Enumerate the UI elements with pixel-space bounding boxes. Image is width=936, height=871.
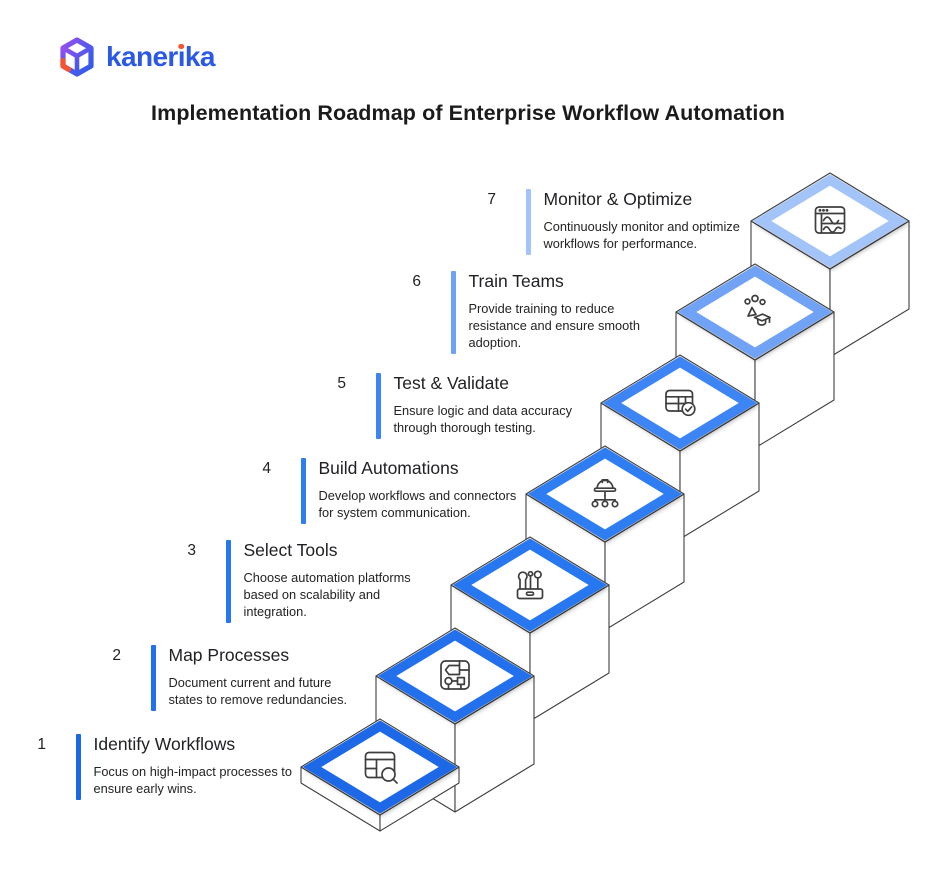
roadmap-step-1-diamond (300, 718, 460, 832)
table-check-icon (665, 389, 696, 417)
roadmap-step-4-diamond (525, 445, 685, 631)
roadmap-step-3-diamond (450, 536, 610, 722)
step-description: Focus on high-impact processes to ensure… (93, 764, 292, 797)
page-title: Implementation Roadmap of Enterprise Wor… (151, 101, 785, 125)
step-description: Document current and future states to re… (168, 675, 348, 708)
step-description: Develop workflows and connectors for sys… (318, 488, 517, 521)
kanerika-cube-icon (60, 37, 94, 77)
step-7-label: 7 Monitor & Optimize Continuously monito… (478, 189, 752, 256)
step-number: 4 (262, 460, 271, 477)
step-number: 7 (487, 191, 496, 208)
step-1-label: 1 Identify Workflows Focus on high-impac… (28, 734, 309, 801)
step-title: Test & Validate (393, 373, 509, 393)
step-accent-bar (451, 271, 456, 355)
wordmark-part: ka (184, 41, 216, 72)
step-title: Map Processes (168, 645, 290, 665)
step-title: Select Tools (243, 540, 338, 560)
wordmark-i-dot (178, 43, 185, 49)
step-description: Ensure logic and data accuracy through t… (393, 403, 573, 436)
step-6-label: 6 Train Teams Provide training to reduce… (403, 271, 661, 355)
step-title: Train Teams (468, 271, 564, 291)
wordmark-i: ı (177, 41, 186, 72)
step-number: 3 (187, 542, 196, 559)
step-3-label: 3 Select Tools Choose automation platfor… (178, 540, 434, 624)
flowchart-icon (440, 660, 470, 690)
step-accent-bar (151, 645, 156, 712)
step-description: Provide training to reduce resistance an… (468, 301, 640, 351)
step-title: Monitor & Optimize (543, 189, 693, 209)
step-title: Build Automations (318, 458, 459, 478)
step-description: Continuously monitor and optimize workfl… (543, 219, 740, 252)
step-5-label: 5 Test & Validate Ensure logic and data … (328, 373, 590, 440)
step-accent-bar (226, 540, 231, 624)
step-2-label: 2 Map Processes Document current and fut… (103, 645, 359, 712)
step-4-label: 4 Build Automations Develop workflows an… (253, 458, 531, 525)
step-number: 2 (112, 647, 121, 664)
step-description: Choose automation platforms based on sca… (243, 570, 411, 620)
step-accent-bar (301, 458, 306, 525)
step-number: 1 (37, 736, 46, 753)
step-accent-bar (526, 189, 531, 256)
wordmark-part: kaner (106, 41, 178, 72)
step-accent-bar (376, 373, 381, 440)
step-accent-bar (76, 734, 81, 801)
step-number: 5 (337, 375, 346, 392)
monitor-icon (814, 206, 846, 234)
step-title: Identify Workflows (93, 734, 236, 754)
step-number: 6 (412, 273, 421, 290)
